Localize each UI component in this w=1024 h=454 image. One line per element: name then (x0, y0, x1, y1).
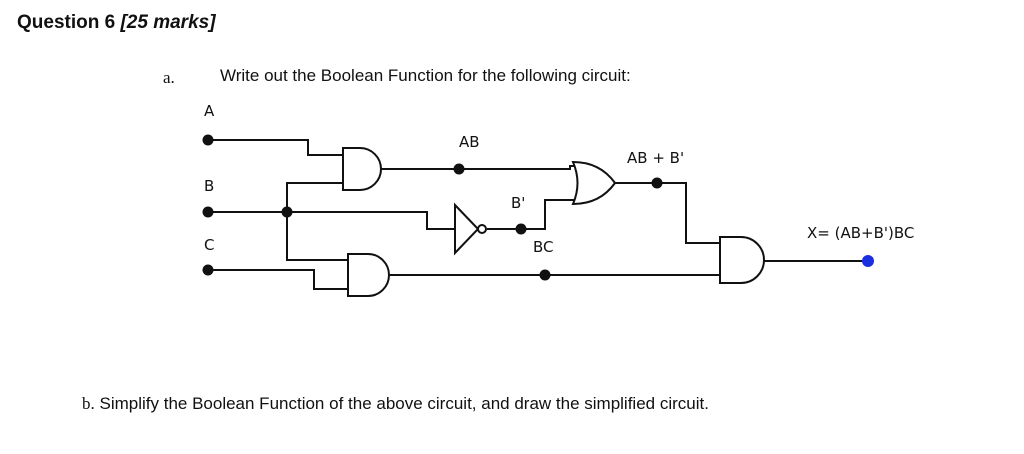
node-ab-or-bnot (651, 177, 663, 189)
label-ab-or-bnot: AB + B' (627, 149, 684, 167)
part-a-text: Write out the Boolean Function for the f… (220, 66, 631, 85)
part-b-text: Simplify the Boolean Function of the abo… (99, 394, 709, 413)
input-node-a (202, 134, 214, 146)
node-ab (453, 163, 465, 175)
and-gate-3 (719, 236, 765, 284)
and-gate-2 (347, 253, 390, 297)
wire-a (208, 139, 343, 156)
not-gate (454, 202, 480, 256)
wire-b (208, 211, 455, 230)
part-b-label: b. (82, 394, 95, 413)
wire-ab-or-bnot (615, 182, 720, 244)
question-number: Question 6 (17, 12, 116, 33)
not-gate-bubble (477, 224, 487, 234)
input-node-c (202, 264, 214, 276)
and-gate-1 (342, 147, 382, 191)
label-b-not: B' (511, 194, 525, 212)
input-label-a: A (204, 102, 215, 120)
part-a-label: a. (163, 68, 175, 87)
question-title: Question 6 [25 marks] (17, 12, 216, 34)
node-bc (539, 269, 551, 281)
or-gate (571, 160, 617, 206)
output-node-x (862, 255, 874, 267)
nodes (202, 134, 663, 281)
input-node-b (202, 206, 214, 218)
question-marks: [25 marks] (120, 12, 216, 33)
node-b-not (515, 223, 527, 235)
part-b: b. Simplify the Boolean Function of the … (82, 394, 709, 414)
wire-ab (380, 165, 580, 170)
label-bc: BC (533, 238, 554, 256)
label-output-x: X= (AB+B')BC (807, 224, 914, 242)
wire-b-not (487, 199, 580, 230)
wire-b-to-and1 (286, 182, 343, 212)
junction-b (281, 206, 293, 218)
input-label-b: B (204, 177, 214, 195)
label-ab: AB (459, 133, 480, 151)
wire-b-to-and2 (286, 212, 348, 261)
wires (208, 139, 866, 290)
wire-c (208, 269, 348, 290)
gates (342, 147, 765, 297)
input-label-c: C (204, 236, 214, 254)
